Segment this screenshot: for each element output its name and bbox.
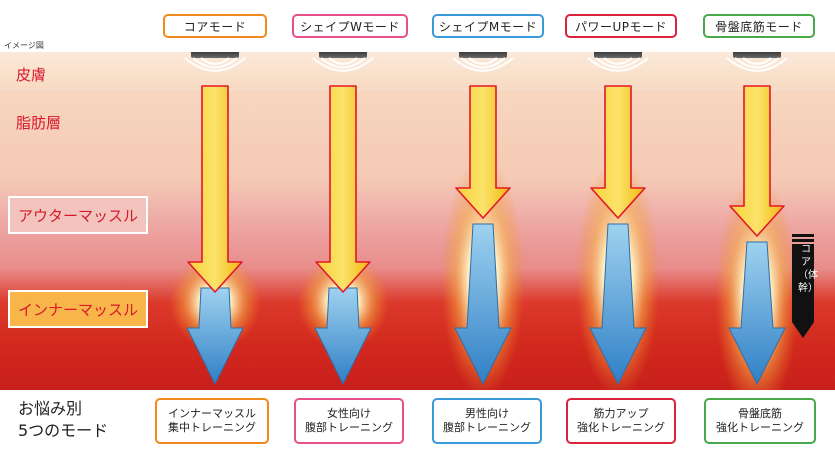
mode-label-core: コアモード bbox=[163, 14, 267, 38]
emitter-pad-3 bbox=[594, 52, 642, 58]
wave-arc-3-0 bbox=[603, 57, 633, 66]
core-arrow-icon bbox=[792, 234, 814, 338]
benefit-line2: 強化トレーニング bbox=[716, 421, 804, 434]
benefit-label-shape-m: 男性向け 腹部トレーニング bbox=[432, 398, 542, 444]
wave-arc-2-0 bbox=[468, 57, 498, 66]
benefit-line1: 男性向け bbox=[465, 407, 509, 420]
yellow-arrow-0 bbox=[187, 85, 243, 293]
wave-arc-3-1 bbox=[595, 57, 641, 69]
benefit-line1: 女性向け bbox=[327, 407, 371, 420]
wave-arc-4-0 bbox=[742, 57, 772, 66]
benefit-line2: 集中トレーニング bbox=[168, 421, 256, 434]
layer-label-inner-muscle: インナーマッスル bbox=[8, 290, 148, 328]
benefit-line2: 腹部トレーニング bbox=[443, 421, 531, 434]
bottom-title-line2: 5つのモード bbox=[18, 421, 109, 440]
benefit-line1: 筋力アップ bbox=[593, 407, 649, 420]
mode-label-power-up: パワーUPモード bbox=[565, 14, 677, 38]
benefit-label-shape-w: 女性向け 腹部トレーニング bbox=[294, 398, 404, 444]
blue-arrow-1 bbox=[314, 287, 372, 386]
wave-arc-4-2 bbox=[726, 57, 788, 72]
core-label: コア（体幹） bbox=[798, 244, 818, 294]
blue-arrow-4 bbox=[728, 241, 786, 386]
wave-arc-2-1 bbox=[460, 57, 506, 69]
blue-arrow-0 bbox=[186, 287, 244, 386]
tissue-cross-section bbox=[0, 52, 835, 390]
layer-label-outer-muscle: アウターマッスル bbox=[8, 196, 148, 234]
wave-arc-3-2 bbox=[587, 57, 649, 72]
mode-label-shape-w: シェイプWモード bbox=[292, 14, 408, 38]
bottom-title: お悩み別 5つのモード bbox=[18, 398, 108, 442]
benefit-label-core: インナーマッスル 集中トレーニング bbox=[155, 398, 269, 444]
layer-label-skin: 皮膚 bbox=[16, 66, 47, 84]
benefit-line1: 骨盤底筋 bbox=[738, 407, 782, 420]
mode-label-shape-m: シェイプMモード bbox=[432, 14, 544, 38]
benefit-line2: 強化トレーニング bbox=[577, 421, 665, 434]
benefit-line1: インナーマッスル bbox=[168, 407, 256, 420]
blue-arrow-3 bbox=[589, 223, 647, 386]
benefit-line2: 腹部トレーニング bbox=[305, 421, 393, 434]
mode-label-pelvic-floor: 骨盤底筋モード bbox=[703, 14, 815, 38]
wave-arc-4-1 bbox=[734, 57, 780, 69]
emitter-pad-0 bbox=[191, 52, 239, 58]
yellow-arrow-2 bbox=[455, 85, 511, 219]
blue-arrow-2 bbox=[454, 223, 512, 386]
yellow-arrow-1 bbox=[315, 85, 371, 293]
benefit-label-pelvic-floor: 骨盤底筋 強化トレーニング bbox=[704, 398, 816, 444]
emitter-pad-4 bbox=[733, 52, 781, 58]
emitter-pad-2 bbox=[459, 52, 507, 58]
yellow-arrow-3 bbox=[590, 85, 646, 219]
emitter-pad-1 bbox=[319, 52, 367, 58]
wave-arc-0-1 bbox=[192, 57, 238, 69]
wave-arc-2-2 bbox=[452, 57, 514, 72]
bottom-title-line1: お悩み別 bbox=[18, 399, 83, 418]
layer-label-fat: 脂肪層 bbox=[16, 114, 62, 132]
wave-arc-1-0 bbox=[328, 57, 358, 66]
wave-arc-1-2 bbox=[312, 57, 374, 72]
image-note: イメージ図 bbox=[4, 41, 44, 50]
yellow-arrow-4 bbox=[729, 85, 785, 237]
wave-arc-0-2 bbox=[184, 57, 246, 72]
wave-arc-1-1 bbox=[320, 57, 366, 69]
wave-arc-0-0 bbox=[200, 57, 230, 66]
benefit-label-power-up: 筋力アップ 強化トレーニング bbox=[566, 398, 676, 444]
